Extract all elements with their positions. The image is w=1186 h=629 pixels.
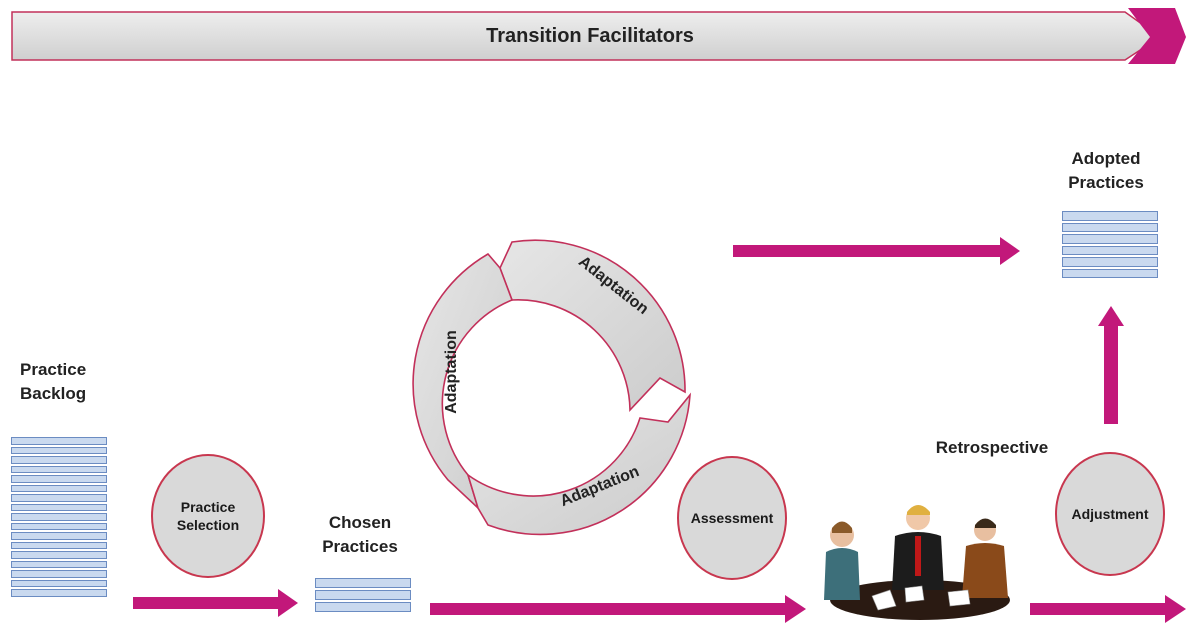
arrow-to-adopted: [733, 237, 1020, 265]
cycle-label-left: Adaptation: [443, 330, 460, 414]
transition-facilitators-banner: [11, 8, 1186, 64]
practice-backlog-label: Practice Backlog: [20, 360, 87, 403]
adopted-practices-label: Adopted Practices: [1068, 149, 1144, 192]
practice-selection-label: Practice Selection: [176, 499, 240, 533]
arrow-chosen-to-retrospective: [430, 595, 806, 623]
adaptation-cycle: [412, 239, 691, 536]
chosen-practices-label: Chosen Practices: [322, 513, 398, 556]
practice-selection-circle: Practice Selection: [151, 454, 265, 578]
assessment-label: Assessment: [690, 510, 774, 526]
chosen-practices-stack: [315, 578, 411, 614]
assessment-circle: Assessment: [677, 456, 787, 580]
banner-arrow-tip: [1128, 8, 1186, 64]
banner-title: Transition Facilitators: [486, 25, 694, 47]
arrow-selection-to-chosen: [133, 589, 298, 617]
adjustment-circle: Adjustment: [1055, 452, 1165, 576]
practice-backlog-stack: [11, 437, 107, 599]
arrow-adjustment-up: [1098, 306, 1124, 424]
retrospective-label: Retrospective: [935, 438, 1049, 457]
cycle-segment-bottom: [466, 392, 691, 536]
arrow-retrospective-out: [1030, 595, 1186, 623]
cycle-segment-top: [499, 239, 686, 412]
adopted-practices-stack: [1062, 211, 1158, 280]
people-meeting-icon: [824, 505, 1010, 620]
adjustment-label: Adjustment: [1071, 506, 1149, 522]
